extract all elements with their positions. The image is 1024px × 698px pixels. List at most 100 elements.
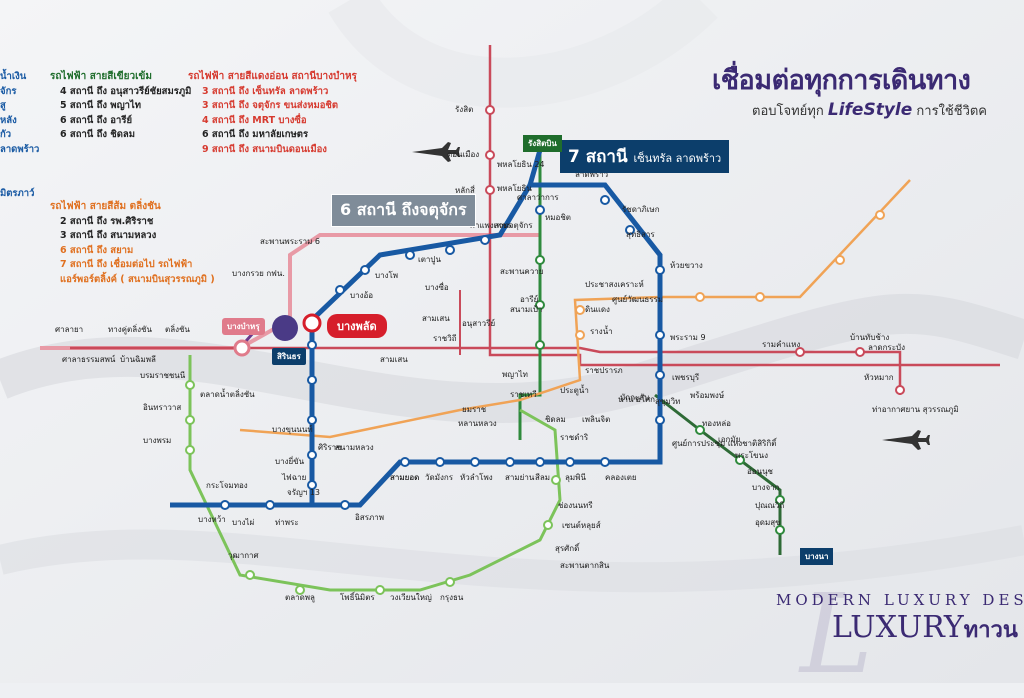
station-label: บางไผ่ (232, 518, 255, 527)
station-label: สนามหลวง (335, 443, 374, 452)
station-label: ทางคู่ตลิ่งชัน (108, 323, 152, 335)
station-label: ราชเทวี (510, 390, 537, 399)
legend-item: 3 สถานี ถึง สนามหลวง (60, 230, 157, 241)
legend-dark-green: รถไฟฟ้า สายสีเขียวเข้ม 4 สถานี ถึง อนุสา… (50, 70, 191, 143)
station-label: ศิริราช (318, 443, 342, 452)
station-label: หลานหลวง (458, 419, 497, 428)
station-label: สนามเป้า (510, 305, 542, 314)
station-label: สามเสน (380, 355, 408, 364)
legend-item: 6 สถานี ถึง มหาลัยเกษตร (202, 129, 309, 140)
legend-item: 4 สถานี ถึง อนุสาวรีย์ชัยสมรภูมิ (60, 85, 192, 97)
station-label: ราชวิถี (433, 334, 457, 343)
station-label: หัวลำโพง (460, 472, 493, 482)
subline-em: LifeStyle (827, 100, 913, 120)
legend-item: 6 สถานี ถึง สยาม (60, 244, 134, 256)
station-label: บางหว้า (198, 515, 226, 524)
tag-bangphlat: บางพลัด (327, 314, 387, 338)
station-label: ดินแดง (585, 305, 610, 314)
station-label: พหลโยธิน (497, 183, 532, 193)
station-label: วัดมังกร (425, 473, 454, 482)
green-line (518, 140, 542, 440)
station-label: เอกมัย (718, 435, 740, 444)
station-label: อโศก (636, 394, 655, 404)
callout-central-ladprao: 7 สถานี เซ็นทรัล ลาดพร้าว (560, 140, 730, 173)
station-label: คลองเตย (605, 473, 637, 482)
station-label: บางกรวย กฟน. (232, 269, 285, 278)
brand-name-th: ทาวน (963, 618, 1018, 643)
station-label: ศูนย์วัฒนธรรม (612, 294, 663, 305)
headline: เชื่อมต่อทุกการเดินทาง (712, 65, 971, 96)
legend-item: 2 สถานี ถึง รพ.ศิริราช (60, 215, 154, 227)
station-label: บางพรม (143, 436, 171, 445)
legend-item: 6 สถานี ถึง อารีย์ (60, 114, 133, 126)
legend-item: กัว (0, 129, 12, 140)
station-label: อ่อนนุช (747, 467, 774, 476)
station-label: สุทธิสาร (626, 230, 655, 239)
station-label: หมอชิต (545, 213, 571, 222)
dark-red-line (488, 45, 1000, 367)
station-label: จรัญฯ 13 (287, 488, 320, 497)
blue-line-north (527, 149, 543, 186)
legend-light-red: รถไฟฟ้า สายสีแดงอ่อน สถานีบางบำหรุ 3 สถา… (188, 70, 357, 157)
light-green-line (188, 355, 562, 592)
station-label: เซนต์หลุยส์ (562, 520, 601, 530)
subline-pre: ตอบโจทย์ทุก (752, 104, 824, 119)
bangphlat-ring (302, 313, 322, 333)
station-label: วงเวียนใหญ่ (390, 593, 432, 602)
tag-bangbamru: บางบำหรุ (222, 318, 265, 335)
station-label: ตลาดพลู (285, 593, 315, 603)
station-label: ดอนเมือง (447, 150, 479, 159)
station-label: อารีย์ (520, 294, 538, 304)
station-label: กรุงธน (440, 593, 464, 602)
station-label: ท่าอากาศยาน สุวรรณภูมิ (872, 405, 959, 415)
airplane-icon (412, 142, 460, 162)
station-label: บ้านทับช้าง (850, 333, 889, 342)
station-label: ห้วยขวาง (670, 261, 703, 270)
station-label: กระโจมทอง (206, 480, 248, 490)
legend-blue-partial: น้ำเงิน จักร สู หลัง กัว ลาดพร้าว มิตรภา… (0, 70, 39, 202)
legend-item: 9 สถานี ถึง สนามบินดอนเมือง (202, 143, 327, 155)
brand-tagline: MODERN LUXURY DES (776, 591, 1024, 609)
legend-item: มิตรภาว์ (0, 188, 35, 199)
station-label: ประชาสงเคราะห์ (585, 279, 644, 289)
legend-item: 4 สถานี ถึง MRT บางซื่อ (202, 114, 307, 126)
station-label: สะพานตากสิน (560, 561, 610, 570)
legend-item: 6 สถานี ถึง ชิดลม (60, 129, 136, 140)
station-label: รางน้ำ (590, 325, 613, 336)
station-label: อิสรภาพ (355, 513, 384, 522)
legend-item: สู (0, 100, 6, 111)
station-label: สามยอด (390, 473, 419, 482)
station-label: ตลิ่งชัน (165, 323, 190, 334)
station-label: สะพานควาย (500, 267, 543, 276)
station-label: รามคำแหง (762, 340, 800, 349)
tag-sirinthorn: สิรินธร (272, 348, 306, 365)
station-label: รังสิต (455, 105, 473, 114)
station-label: นานา (618, 395, 638, 404)
brand-monogram-logo: L (800, 570, 874, 698)
station-label: บางซื่อ (425, 281, 449, 292)
station-label: สะพานพระราม 6 (260, 237, 320, 246)
station-label: บางจาก (752, 483, 780, 492)
tag-rangsit: รังสิตบิน (523, 135, 562, 152)
station-label: วุฒากาศ (228, 551, 259, 560)
station-label: หัวหมาก (864, 373, 894, 382)
legend-item: จักร (0, 85, 17, 97)
legend-item: 3 สถานี ถึง เซ็นทรัล ลาดพร้าว (202, 85, 329, 97)
legend-item: ลาดพร้าว (0, 143, 40, 155)
station-label: ไฟฉาย (281, 473, 306, 482)
station-label: พหลโยธิน 24 (497, 159, 545, 169)
station-label: สีลม (535, 473, 550, 482)
legend-title: รถไฟฟ้า สายสีส้ม ตลิ่งชัน (50, 201, 161, 212)
station-label: ปุณณวิถี (755, 501, 784, 510)
station-label: โพธิ์นิมิตร (340, 591, 375, 602)
station-label: ลาดพร้าว (575, 170, 608, 179)
subline: ตอบโจทย์ทุก LifeStyle การใช้ชีวิตค (752, 100, 987, 121)
station-label: ทองหล่อ (702, 419, 731, 428)
station-label: ท่าพระ (275, 518, 299, 527)
station-label: ศาลาธรรมสพน์ (62, 354, 116, 364)
legend-item: หลัง (0, 114, 17, 126)
city-line (70, 346, 902, 395)
station-label: สามย่าน (505, 473, 535, 482)
station-label: อนุสาวรีย์ (462, 318, 495, 328)
